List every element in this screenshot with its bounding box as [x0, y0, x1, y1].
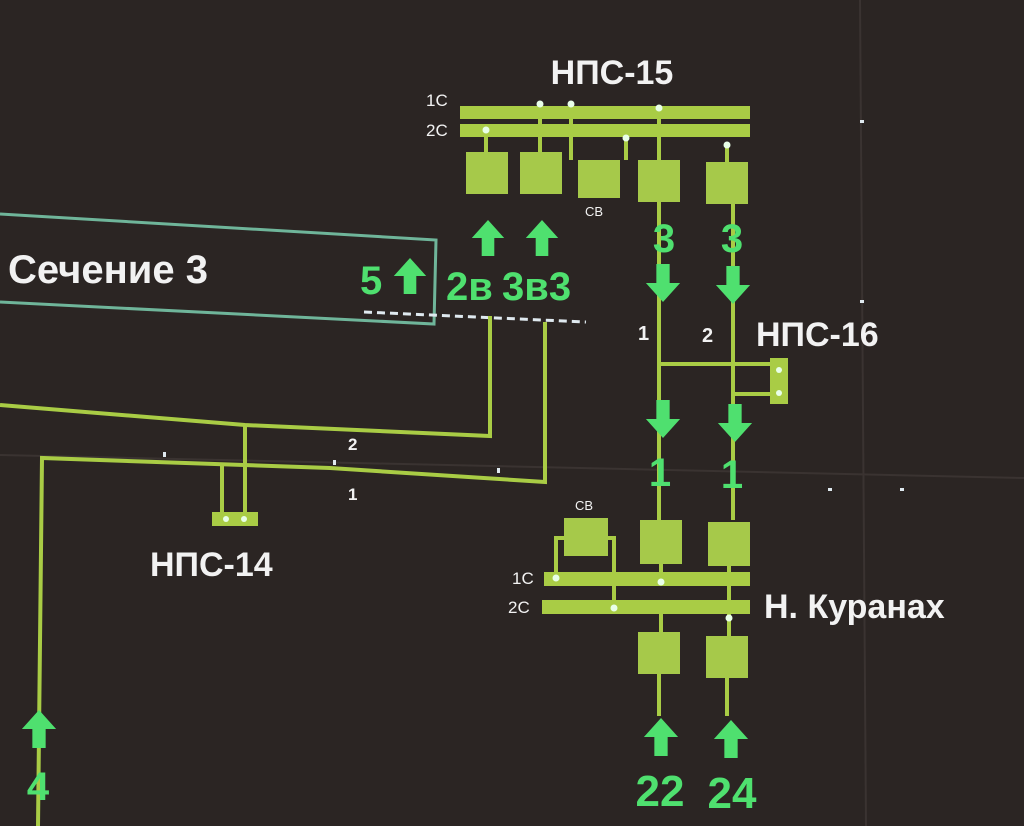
flow-nps15-16-a: 3: [653, 217, 675, 261]
kuranakh-in-arrows: [21, 710, 749, 758]
nps16-substation: НПС-16 1 2: [638, 316, 879, 404]
nps15-coupler-label: СВ: [585, 204, 603, 219]
flow-left-in: 4: [27, 765, 50, 809]
flow-nps15-out-1: 2в: [446, 265, 493, 309]
flow-nps15-16-b: 3: [721, 217, 743, 261]
down-arrow-icon: [645, 400, 681, 438]
section-title: Сечение 3: [8, 248, 208, 292]
nps15-bus-1s: [460, 106, 750, 119]
kuranakh-cell-3: [638, 632, 680, 674]
nps15-bus1-label: 1С: [426, 91, 448, 110]
flow-nps16-kur-b: 1: [721, 453, 743, 497]
kuranakh-title: Н. Куранах: [764, 588, 945, 626]
kuranakh-cell-2: [708, 522, 750, 566]
nps15-title: НПС-15: [551, 54, 674, 92]
nps15-coupler-cell: [578, 160, 620, 198]
line-ticks: [163, 120, 904, 491]
line-2-label: 2: [348, 435, 357, 454]
up-arrow-icon: [525, 220, 559, 256]
up-arrow-icon: [713, 720, 749, 758]
nps15-bus-2s: [460, 124, 750, 137]
kuranakh-bus-1s: [544, 572, 750, 586]
nps15-bus2-label: 2С: [426, 121, 448, 140]
nps14-title: НПС-14: [150, 546, 273, 584]
transmission-lines: [0, 202, 781, 826]
kuranakh-cell-1: [640, 520, 682, 564]
kuranakh-bus1-label: 1С: [512, 569, 534, 588]
nps15-cell-1: [466, 152, 508, 194]
up-arrow-icon: [21, 710, 57, 748]
nps15-cell-3: [638, 160, 680, 202]
kuranakh-substation: СВ 1С 2С Н. Куранах: [508, 498, 945, 678]
down-arrow-icon: [717, 404, 753, 442]
flow-kuranakh-in-b: 24: [708, 769, 757, 818]
flow-nps15-out-2: 3в3: [502, 265, 571, 309]
section-3-panel: Сечение 3 5: [0, 212, 587, 326]
flow-kuranakh-in-a: 22: [636, 767, 685, 816]
kuranakh-coupler-label: СВ: [575, 498, 593, 513]
kuranakh-bus2-label: 2С: [508, 598, 530, 617]
kuranakh-cell-4: [706, 636, 748, 678]
nps15-out-arrows: [471, 220, 559, 256]
nps15-16-arrows: [645, 264, 753, 442]
nps14-substation: НПС-14: [150, 512, 273, 584]
kuranakh-coupler-cell: [564, 518, 608, 556]
nps16-bus: [770, 358, 788, 404]
section-frame: [0, 212, 438, 326]
flow-nps16-kur-a: 1: [649, 451, 671, 495]
nps15-bus-nodes: [482, 100, 731, 149]
down-arrow-icon: [645, 264, 681, 302]
up-arrow-icon: [471, 220, 505, 256]
nps16-line1-label: 1: [638, 323, 649, 345]
nps15-cell-4: [706, 162, 748, 204]
nps14-bus: [212, 512, 258, 526]
kuranakh-bus-2s: [542, 600, 750, 614]
up-arrow-icon: [643, 718, 679, 756]
nps16-title: НПС-16: [756, 316, 879, 354]
up-arrow-icon: [393, 258, 427, 294]
nps15-cell-2: [520, 152, 562, 194]
section-cut-line: [363, 310, 587, 324]
line-1-label: 1: [348, 485, 357, 504]
kuranakh-bus-nodes: [552, 574, 733, 622]
down-arrow-icon: [715, 266, 751, 304]
nps15-substation: НПС-15 1С 2С СВ: [426, 54, 750, 219]
nps16-line2-label: 2: [702, 325, 713, 347]
section-value: 5: [360, 259, 382, 303]
